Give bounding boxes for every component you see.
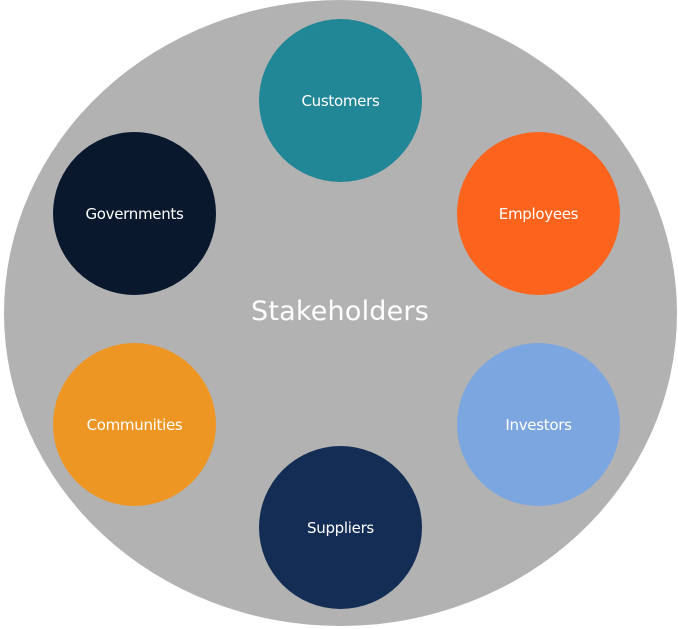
center-title: Stakeholders — [250, 296, 429, 327]
node-label: Communities — [86, 415, 183, 434]
node-label: Governments — [85, 204, 184, 223]
node-governments: Governments — [53, 132, 216, 295]
node-suppliers: Suppliers — [259, 446, 422, 609]
node-investors: Investors — [457, 343, 620, 506]
node-label: Employees — [498, 204, 579, 223]
node-label: Customers — [301, 91, 380, 110]
node-label: Suppliers — [307, 518, 374, 537]
node-customers: Customers — [259, 19, 422, 182]
node-communities: Communities — [53, 343, 216, 506]
node-label: Investors — [505, 415, 572, 434]
node-employees: Employees — [457, 132, 620, 295]
